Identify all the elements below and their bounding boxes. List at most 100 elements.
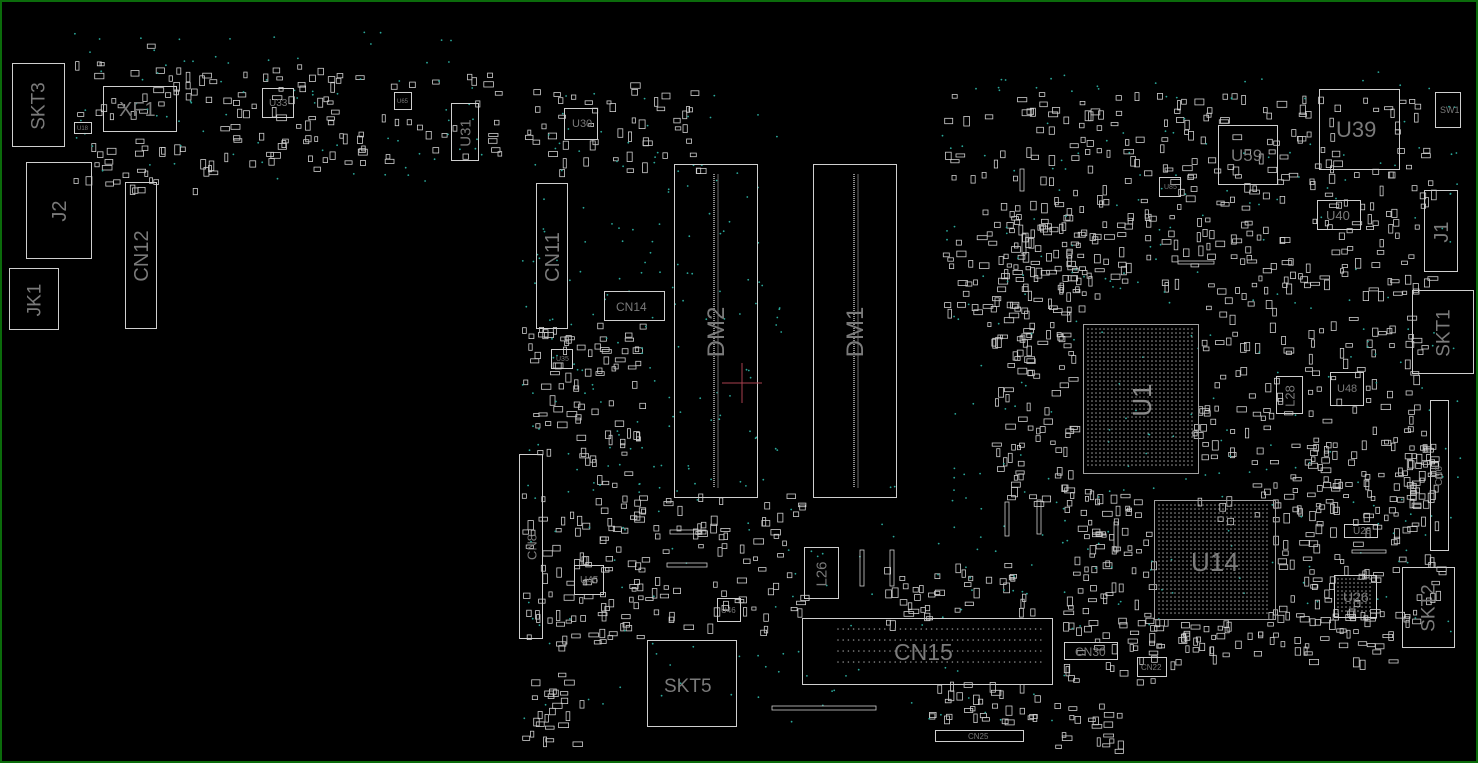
jack-jk1[interactable]: JK1	[9, 268, 59, 330]
bga-ball	[1191, 384, 1193, 386]
smd-pad	[1353, 541, 1364, 547]
connector-cn6[interactable]: CN6	[1430, 400, 1449, 551]
via-dot	[1407, 328, 1410, 331]
dimm-slot-dm2[interactable]: DM2	[674, 164, 758, 498]
dimm-slot-dm1[interactable]: DM1	[813, 164, 897, 498]
via-dot	[982, 275, 985, 278]
component-xf1[interactable]: XF1	[103, 86, 177, 132]
via-dot	[871, 593, 873, 596]
via-dot	[1428, 87, 1431, 90]
bga-ball	[1131, 328, 1133, 330]
bga-ball	[1179, 404, 1181, 406]
chip-u28[interactable]: U28	[1344, 524, 1378, 538]
smd-pad	[541, 123, 547, 130]
via-dot	[941, 134, 944, 137]
chip-u65[interactable]: U65	[394, 92, 412, 110]
bga-ball	[1171, 340, 1173, 342]
socket-skt1[interactable]: SKT1	[1412, 290, 1474, 374]
via-dot	[1316, 600, 1319, 603]
bga-ball	[1167, 420, 1169, 422]
via-dot	[984, 711, 987, 714]
smd-pad	[1414, 112, 1419, 123]
chip-u40[interactable]: U40	[1317, 200, 1361, 230]
smd-pad	[1372, 649, 1382, 655]
bga-ball	[1123, 436, 1125, 438]
bga-ball	[1191, 328, 1193, 330]
smd-pad	[1399, 99, 1407, 104]
chip-u39[interactable]: U39	[1319, 89, 1400, 170]
bga-ball	[1187, 416, 1189, 418]
smd-pad	[1046, 269, 1057, 275]
bga-ball	[1183, 332, 1185, 334]
bga-ball	[1091, 348, 1093, 350]
via-dot	[584, 241, 587, 243]
chip-u48[interactable]: U48	[1330, 372, 1364, 406]
smd-pad	[889, 620, 896, 631]
label-u39: U39	[1336, 117, 1377, 142]
socket-skt5[interactable]: SKT5	[647, 640, 737, 727]
bga-ball	[1183, 432, 1185, 434]
smd-pad	[1185, 195, 1196, 203]
chip-u45[interactable]: U45	[574, 565, 604, 595]
smd-pad	[1029, 107, 1036, 117]
bga-ball	[1103, 372, 1105, 374]
bga-ball	[1155, 436, 1157, 438]
via-dot	[1372, 504, 1375, 507]
connector-cn12[interactable]: CN12	[125, 182, 157, 329]
smd-pad	[1319, 275, 1331, 280]
connector-j2[interactable]: J2	[26, 162, 92, 259]
connector-cn30[interactable]: CN30	[1064, 642, 1118, 660]
chip-u59[interactable]: U59	[1218, 125, 1278, 185]
inductor-l26[interactable]: L26	[804, 547, 839, 599]
smd-pad	[1102, 185, 1107, 196]
smd-pad	[534, 351, 541, 359]
via-dot	[1414, 617, 1417, 619]
chip-u18[interactable]: U18	[74, 122, 92, 134]
smd-pad	[686, 106, 690, 113]
chip-u85[interactable]: U85	[1159, 177, 1181, 197]
smd-pad	[632, 381, 638, 389]
bga-ball	[1147, 432, 1149, 434]
inductor-l28[interactable]: L28	[1276, 376, 1303, 414]
bga-ball	[1171, 328, 1173, 330]
bga-ball	[1115, 348, 1117, 350]
chipset-bga-u14[interactable]: U14	[1154, 500, 1276, 620]
connector-cn8[interactable]: CN8	[519, 454, 543, 639]
chip-u31[interactable]: U31	[451, 103, 479, 161]
via-dot	[1326, 187, 1329, 189]
connector-cn25[interactable]: CN25	[935, 730, 1024, 742]
smd-pad	[1404, 359, 1411, 370]
via-dot	[951, 499, 954, 502]
smd-pad	[576, 434, 587, 441]
smd-pad	[556, 610, 561, 621]
via-dot	[1061, 541, 1064, 544]
socket-skt2[interactable]: SKT2	[1402, 567, 1455, 648]
connector-cn22[interactable]: CN22	[1137, 657, 1167, 677]
switch-sw1[interactable]: SW1	[1435, 92, 1461, 128]
smd-pad	[1411, 522, 1420, 527]
connector-cn14[interactable]: CN14	[604, 291, 665, 321]
smd-pad	[536, 614, 541, 623]
via-dot	[1122, 132, 1125, 134]
smd-pad	[676, 525, 682, 532]
smd-pad	[1241, 293, 1247, 300]
bga-ball	[1131, 404, 1133, 406]
chip-u26[interactable]: U26	[1334, 575, 1377, 618]
connector-cn15[interactable]: CN15	[802, 618, 1053, 685]
chip-u30[interactable]: U30	[564, 108, 598, 140]
smd-pad	[1329, 117, 1334, 128]
via-dot	[775, 324, 778, 326]
connector-cn11[interactable]: CN11	[536, 183, 568, 329]
cpu-bga-u1[interactable]: U1	[1083, 324, 1199, 474]
via-dot	[686, 272, 689, 274]
bga-ball	[1123, 388, 1125, 390]
bga-ball	[1099, 400, 1101, 402]
chip-u33[interactable]: U33	[262, 88, 294, 118]
socket-skt3[interactable]: SKT3	[12, 63, 65, 147]
chip-u35[interactable]: U35	[551, 349, 573, 369]
connector-j1[interactable]: J1	[1424, 190, 1458, 272]
smd-pad	[994, 221, 1001, 228]
chip-u46[interactable]: U46	[717, 598, 741, 622]
smd-pad	[625, 625, 633, 632]
